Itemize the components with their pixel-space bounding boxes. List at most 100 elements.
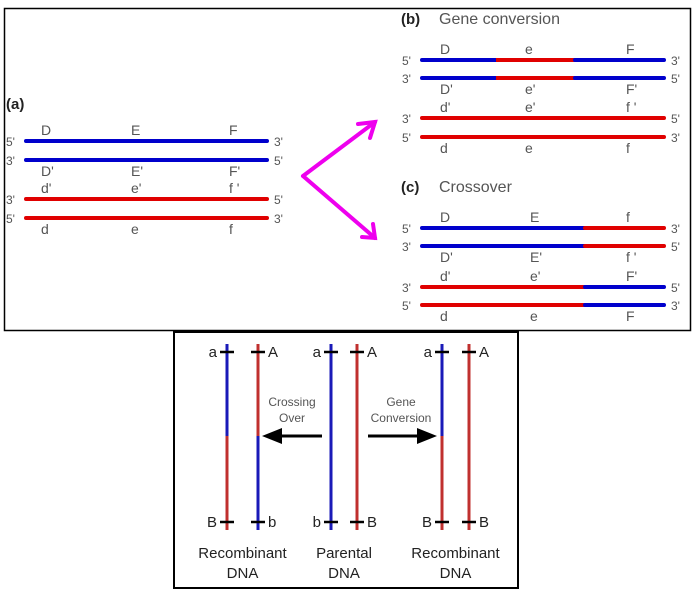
panel-b-strand: 3'5'd'e'f ' [402,99,680,126]
panel-c-strand-end-left: 3' [402,281,411,295]
panel-c-strand: 3'5'D'E'f ' [402,240,680,265]
arrow-to-gene-conversion [301,120,377,178]
allele-label: a [424,344,433,361]
panel-a-strand: 3' 5' d' e' f ' [6,180,283,207]
panel-c-strand: 5' 3' d e F [402,299,680,324]
panel-c-gene-label: D' [440,249,453,265]
panel-a-gene-label: F [229,122,238,138]
panel-a-tag: (a) [6,96,24,113]
panel-a-gene-label: f [229,221,233,237]
panel-c-strand-end-right: 3' [671,299,680,313]
panel-a-strand: 5' 3' d e f [6,212,283,237]
bottom-panel-border [173,331,519,589]
panel-b-strand-end-right: 3' [671,54,680,68]
panel-c-gene-label: E [530,209,539,225]
dna-group-subtitle: DNA [328,565,360,582]
branch-arrows [301,119,378,241]
panel-c-gene-label: D [440,209,450,225]
allele-label: B [422,514,432,531]
dna-group-title: Parental [316,545,372,562]
panel-a-gene-label: F' [229,163,240,179]
gene-label-2: Conversion [371,411,432,425]
panel-b-strand-end-left: 5' [402,131,411,145]
panel-c-gene-label: f ' [626,249,636,265]
arrow-head-up [356,119,378,140]
allele-label: a [313,344,322,361]
panel-a-gene-label: E [131,122,140,138]
allele-label: b [313,514,321,531]
panel-a-gene-label: e [131,221,139,237]
dna-group-subtitle: DNA [227,565,259,582]
panel-a-strand-end-left: 3' [6,193,15,207]
panel-c-strand-end-right: 5' [671,240,680,254]
crossing-label-2: Over [279,411,305,425]
panel-a-strand-end-left: 5' [6,212,15,226]
panel-a-strand-end-right: 3' [274,212,283,226]
panel-a-gene-label: D' [41,163,54,179]
panel-c-title: Crossover [439,179,513,196]
panel-a-strand-end-left: 3' [6,154,15,168]
panel-b-gene-label: F [626,41,635,57]
panel-c-gene-label: F' [626,268,637,284]
panel-b-strand-end-right: 5' [671,112,680,126]
panel-a-strand-end-right: 3' [274,135,283,149]
dna-group-subtitle: DNA [440,565,472,582]
panel-c-gene-label: F [626,308,635,324]
panel-c-gene-label: E' [530,249,542,265]
panel-b-tag: (b) [401,11,420,28]
crossing-over-arrow [262,428,322,444]
panel-b-gene-label: e' [525,81,535,97]
panel-c-gene-label: e' [530,268,540,284]
panel-a-strand-end-right: 5' [274,154,283,168]
arrow-head-down [360,222,378,241]
gene-label-1: Gene [386,395,416,409]
panel-a-strand-end-right: 5' [274,193,283,207]
panel-b-strand: 3' 5' D' e' F' [402,72,680,97]
panel-c-strand-end-right: 5' [671,281,680,295]
panel-a-strand-end-left: 5' [6,135,15,149]
top-panel-border [3,7,692,332]
arrow-to-crossover [301,174,377,240]
panel-a-strand: 5' 3' D E F [6,122,283,149]
panel-a-gene-label: D [41,122,51,138]
panel-b-gene-label: F' [626,81,637,97]
panel-c-strand-end-right: 3' [671,222,680,236]
panel-b-strand-end-left: 3' [402,112,411,126]
panel-b-title: Gene conversion [439,11,560,28]
panel-b-strand-end-right: 5' [671,72,680,86]
panel-c-gene-label: f [626,209,630,225]
panel-a-gene-label: d [41,221,49,237]
panel-a-gene-label: f ' [229,180,239,196]
panel-c-gene-label: d [440,308,448,324]
panel-b-gene-label: e [525,140,533,156]
allele-label: A [268,344,278,361]
dna-group-title: Recombinant [198,545,287,562]
panel-c-gene-label: e [530,308,538,324]
allele-label: B [479,514,489,531]
panel-b-strand-end-right: 3' [671,131,680,145]
panel-b-gene-label: D' [440,81,453,97]
panel-b-gene-label: e' [525,99,535,115]
allele-label: b [268,514,276,531]
dna-group-title: Recombinant [411,545,500,562]
panel-c-strand-end-left: 5' [402,299,411,313]
panel-a-gene-label: d' [41,180,51,196]
allele-label: A [367,344,377,361]
panel-a-gene-label: e' [131,180,141,196]
gene-conversion-arrow [368,428,437,444]
panel-b-gene-label: D [440,41,450,57]
crossing-label-1: Crossing [268,395,315,409]
allele-label: a [209,344,218,361]
allele-label: B [367,514,377,531]
panel-b-strand-end-left: 3' [402,72,411,86]
panel-b-strand-end-left: 5' [402,54,411,68]
